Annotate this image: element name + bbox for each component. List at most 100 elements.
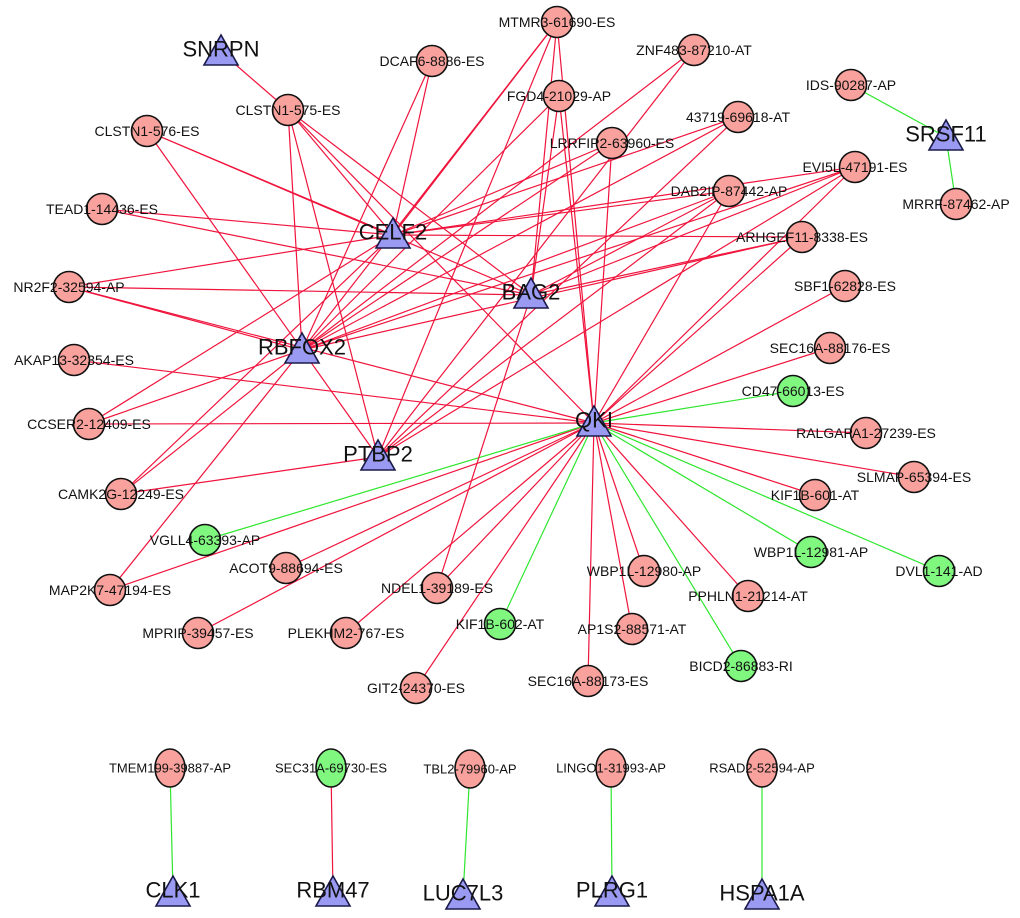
event-node-znf483[interactable] bbox=[677, 33, 711, 67]
edge-fgd4-bag2 bbox=[530, 95, 560, 296]
regulator-node-clk1[interactable] bbox=[154, 874, 192, 907]
event-node-sec31a[interactable] bbox=[315, 748, 347, 788]
edge-ccser2-qki bbox=[88, 422, 595, 425]
edge-dvl1-qki bbox=[593, 422, 940, 572]
event-node-n43719[interactable] bbox=[721, 100, 755, 134]
node-label-camk2g: CAMK2G-12249-ES bbox=[58, 486, 184, 502]
node-label-tmem199: TMEM199-39887-AP bbox=[109, 761, 231, 776]
regulator-node-qki[interactable] bbox=[575, 404, 613, 437]
event-node-arhgef11[interactable] bbox=[785, 220, 819, 254]
event-node-slmap[interactable] bbox=[897, 460, 931, 494]
node-label-cd47: CD47-66013-ES bbox=[742, 383, 845, 399]
regulator-node-rbfox2[interactable] bbox=[283, 331, 321, 364]
event-node-cd47[interactable] bbox=[776, 374, 810, 408]
node-label-rsad2: RSAD2-52594-AP bbox=[709, 761, 815, 776]
edge-kif1b_602-qki bbox=[499, 422, 595, 625]
edge-arhgef11-qki bbox=[593, 236, 803, 424]
regulator-node-srsf11[interactable] bbox=[927, 118, 965, 151]
edge-tead1-celf2 bbox=[101, 208, 394, 236]
edge-fgd4-rbfox2 bbox=[301, 95, 560, 351]
edge-evi5l-celf2 bbox=[392, 166, 856, 236]
edge-dab2ip-rbfox2 bbox=[301, 190, 730, 351]
node-label-evi5l: EVI5L-47191-ES bbox=[802, 159, 907, 175]
event-node-mtmr3[interactable] bbox=[540, 5, 574, 39]
edge-evi5l-bag2 bbox=[530, 166, 856, 296]
event-node-tbl2[interactable] bbox=[454, 749, 486, 789]
event-node-akap13[interactable] bbox=[57, 343, 91, 377]
edge-plekhm2-qki bbox=[345, 422, 595, 634]
edge-n43719-rbfox2 bbox=[301, 116, 739, 351]
event-node-ndel1[interactable] bbox=[420, 571, 454, 605]
node-label-clstn1-575: CLSTN1-575-ES bbox=[235, 102, 340, 118]
node-label-kif1b-602: KIF1B-602-AT bbox=[456, 616, 545, 632]
node-label-fgd4: FGD4-21029-AP bbox=[507, 88, 611, 104]
event-node-kif1b-602[interactable] bbox=[483, 607, 517, 641]
event-node-wbp1l-12981[interactable] bbox=[794, 535, 828, 569]
event-node-tmem199[interactable] bbox=[154, 748, 186, 788]
node-label-ccser2: CCSER2-12409-ES bbox=[27, 416, 151, 432]
event-node-ralgapa1[interactable] bbox=[849, 416, 883, 450]
event-node-mrrf[interactable] bbox=[939, 187, 973, 221]
regulator-node-rbm47[interactable] bbox=[314, 874, 352, 907]
node-label-ids: IDS-90287-AP bbox=[806, 77, 896, 93]
regulator-node-hspa1a[interactable] bbox=[743, 877, 781, 910]
edge-bicd2-qki bbox=[593, 422, 742, 667]
event-node-rsad2[interactable] bbox=[746, 748, 778, 788]
event-node-dvl1[interactable] bbox=[922, 554, 956, 588]
event-node-vgll4[interactable] bbox=[188, 523, 222, 557]
regulator-node-plrg1[interactable] bbox=[593, 874, 631, 907]
event-node-ids[interactable] bbox=[834, 68, 868, 102]
event-node-bicd2[interactable] bbox=[724, 649, 758, 683]
event-node-nr2f2[interactable] bbox=[52, 270, 86, 304]
edge-slmap-qki bbox=[593, 422, 915, 478]
edge-znf483-ptbp2 bbox=[377, 49, 695, 458]
edges-layer bbox=[68, 21, 957, 897]
node-label-hspa1a: HSPA1A bbox=[719, 881, 805, 906]
event-node-pphln1[interactable] bbox=[731, 579, 765, 613]
event-node-map2k7[interactable] bbox=[93, 573, 127, 607]
node-label-bag2: BAG2 bbox=[502, 280, 561, 305]
event-node-kif1b-601[interactable] bbox=[798, 478, 832, 512]
node-label-vgll4: VGLL4-63393-AP bbox=[150, 532, 261, 548]
edge-akap13-qki bbox=[73, 359, 595, 424]
event-node-sbf1[interactable] bbox=[828, 269, 862, 303]
event-node-ccser2[interactable] bbox=[72, 407, 106, 441]
event-node-fgd4[interactable] bbox=[542, 79, 576, 113]
regulator-node-luc7l3[interactable] bbox=[444, 877, 482, 910]
event-node-camk2g[interactable] bbox=[104, 477, 138, 511]
event-node-lingo1[interactable] bbox=[595, 748, 627, 788]
event-node-tead1[interactable] bbox=[85, 192, 119, 226]
node-label-ap1s2: AP1S2-88571-AT bbox=[578, 621, 687, 637]
regulator-node-celf2[interactable] bbox=[374, 216, 412, 249]
event-node-clstn1-576[interactable] bbox=[130, 114, 164, 148]
edge-sec31a-rbm47 bbox=[330, 767, 334, 894]
regulator-node-snrpn[interactable] bbox=[202, 33, 240, 66]
regulator-node-ptbp2[interactable] bbox=[359, 438, 397, 471]
node-label-rbfox2: RBFOX2 bbox=[258, 335, 346, 360]
node-label-plekhm2: PLEKHM2-767-ES bbox=[288, 625, 405, 641]
edge-evi5l-rbfox2 bbox=[301, 166, 856, 351]
event-node-mprip[interactable] bbox=[181, 616, 215, 650]
regulator-node-bag2[interactable] bbox=[512, 276, 550, 309]
edge-arhgef11-bag2 bbox=[530, 236, 803, 296]
edge-clstn1_575-bag2 bbox=[287, 109, 532, 296]
event-node-clstn1-575[interactable] bbox=[271, 93, 305, 127]
event-node-git2[interactable] bbox=[399, 671, 433, 705]
event-node-dcaf6[interactable] bbox=[415, 44, 449, 78]
edge-map2k7-qki bbox=[109, 422, 595, 591]
event-node-ap1s2[interactable] bbox=[615, 612, 649, 646]
event-node-dab2ip[interactable] bbox=[712, 174, 746, 208]
node-label-plrg1: PLRG1 bbox=[576, 878, 648, 903]
event-node-acot9[interactable] bbox=[269, 551, 303, 585]
edge-ccser2-rbfox2 bbox=[88, 349, 303, 425]
event-node-evi5l[interactable] bbox=[838, 150, 872, 184]
event-node-sec16a-88176[interactable] bbox=[813, 331, 847, 365]
event-node-lrrfip2[interactable] bbox=[595, 126, 629, 160]
edge-kif1b_601-qki bbox=[593, 422, 816, 496]
event-node-wbp1l-12980[interactable] bbox=[627, 554, 661, 588]
edge-wbp1l_12980-qki bbox=[593, 422, 645, 572]
event-node-plekhm2[interactable] bbox=[329, 616, 363, 650]
event-node-sec16a-88173[interactable] bbox=[571, 664, 605, 698]
edge-mtmr3-bag2 bbox=[530, 21, 558, 296]
